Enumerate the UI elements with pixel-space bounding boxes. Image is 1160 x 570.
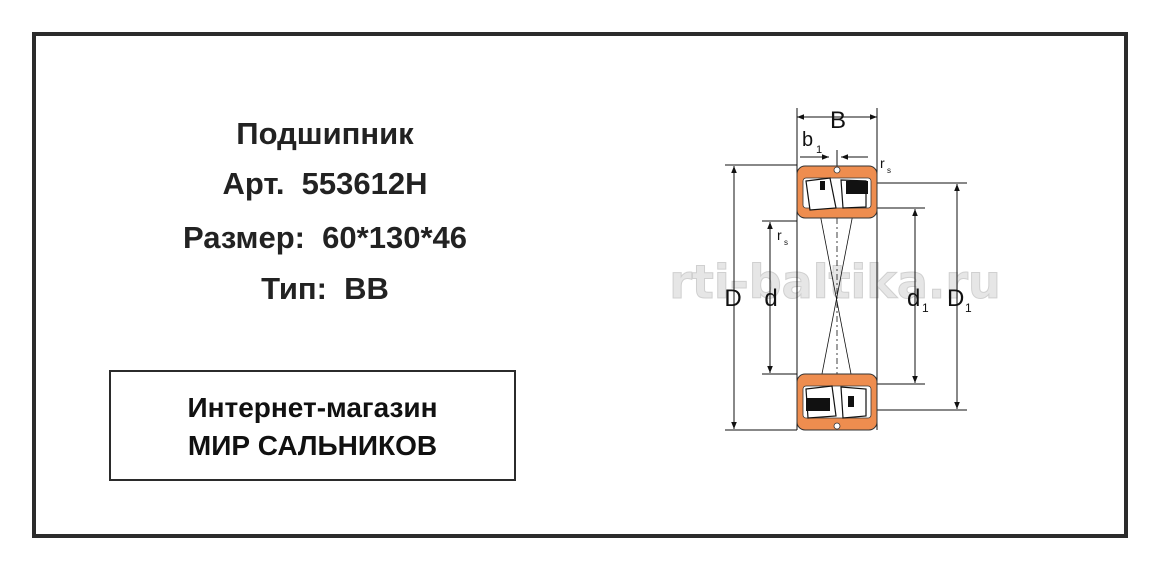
contact-lines [814,187,859,411]
product-type: Тип: ВВ [261,271,389,306]
shop-name-line1: Интернет-магазин [187,392,438,423]
upper-ring-section [796,165,878,219]
dimension-lines [731,114,960,429]
extension-lines [725,108,967,431]
label-b1: b [802,129,813,151]
label-B: B [830,107,846,134]
label-D: D [724,285,741,312]
product-size: Размер: 60*130*46 [183,220,467,255]
label-d1: d [907,285,920,312]
label-rs-top-sub: s [887,166,891,175]
label-D1-sub: 1 [965,301,972,315]
label-D1: D [947,285,964,312]
product-article: Арт. 553612Н [222,166,428,201]
label-b1-sub: 1 [816,144,822,156]
label-rs-inner: r [777,227,782,243]
product-title: Подшипник [236,116,414,151]
shop-box: Интернет-магазин МИР САЛЬНИКОВ [109,370,516,481]
outer-frame [32,32,1128,538]
label-rs-inner-sub: s [784,238,788,247]
label-rs-top: r [880,155,885,171]
shop-name-line2: МИР САЛЬНИКОВ [187,430,438,461]
watermark-text: rti-baltika.ru [669,255,1001,309]
label-d1-sub: 1 [922,301,929,315]
lower-ring-section [796,373,878,431]
label-d: d [764,285,777,312]
